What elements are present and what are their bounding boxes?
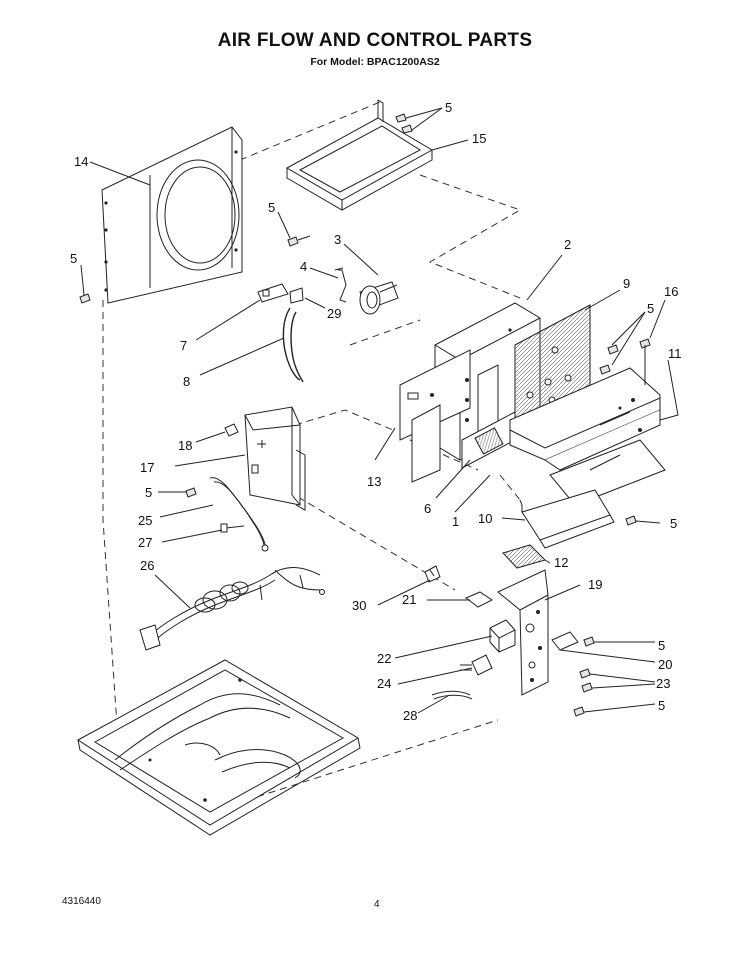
callout-5: 5 [145,485,152,500]
callout-5: 5 [658,638,665,653]
callout-4: 4 [300,259,307,274]
capacitor-part-3 [359,281,399,315]
base-deck-part-11 [509,367,666,506]
drain-channel-part-10 [519,489,615,549]
callout-23: 23 [656,676,670,691]
power-cord-part-26 [139,567,325,651]
callout-1: 1 [452,514,459,529]
callout-5: 5 [445,100,452,115]
callout-5: 5 [670,516,677,531]
document-number: 4316440 [62,896,101,907]
selector-switch-part-22 [489,619,516,653]
callout-15: 15 [472,131,486,146]
lead-wire-part-8 [282,307,304,383]
pad-part-12 [502,544,546,569]
page-number: 4 [374,899,380,910]
control-panel-part-19 [497,569,549,696]
cable-clip-part-21 [465,591,493,608]
callout-2: 2 [564,237,571,252]
callout-13: 13 [367,474,381,489]
callout-17: 17 [140,460,154,475]
wire-harness-part-25 [209,477,269,552]
callout-5: 5 [658,698,665,713]
callout-11: 11 [668,346,682,361]
callout-12: 12 [554,555,568,570]
callout-24: 24 [377,676,391,691]
callout-30: 30 [352,598,366,613]
callout-27: 27 [138,535,152,550]
callout-labels: 5 15 14 5 3 2 5 4 9 16 5 29 7 11 8 18 17… [70,100,682,723]
base-pan [77,659,361,836]
callout-28: 28 [403,708,417,723]
switch-part-20 [551,631,579,651]
thermostat-part-24 [460,654,493,676]
callout-22: 22 [377,651,391,666]
callout-18: 18 [178,438,192,453]
callout-16: 16 [664,284,678,299]
callout-14: 14 [74,154,88,169]
callout-9: 9 [623,276,630,291]
callout-5: 5 [70,251,77,266]
callout-10: 10 [478,511,492,526]
callout-19: 19 [588,577,602,592]
callout-25: 25 [138,513,152,528]
model-subtitle: For Model: BPAC1200AS2 [310,56,440,68]
sensing-bulb-part-28 [431,690,473,700]
callout-6: 6 [424,501,431,516]
clip-part-30 [424,565,441,583]
callout-5: 5 [268,200,275,215]
callout-5: 5 [647,301,654,316]
callout-8: 8 [183,374,190,389]
callout-3: 3 [334,232,341,247]
callout-20: 20 [658,657,672,672]
fan-shroud-part-14 [101,126,243,304]
screw-part-27 [220,523,245,533]
callout-29: 29 [327,306,341,321]
clip-part-29 [289,287,304,304]
control-box-part-17 [244,406,306,511]
callout-26: 26 [140,558,154,573]
leader-lines [80,107,679,714]
page-title: AIR FLOW AND CONTROL PARTS [217,30,533,51]
grommet-part-18 [224,423,239,437]
screws [79,113,651,717]
capacitor-strap-part-4 [334,267,347,303]
callout-7: 7 [180,338,187,353]
relay-bracket-part-7 [257,283,289,303]
callout-21: 21 [402,592,416,607]
